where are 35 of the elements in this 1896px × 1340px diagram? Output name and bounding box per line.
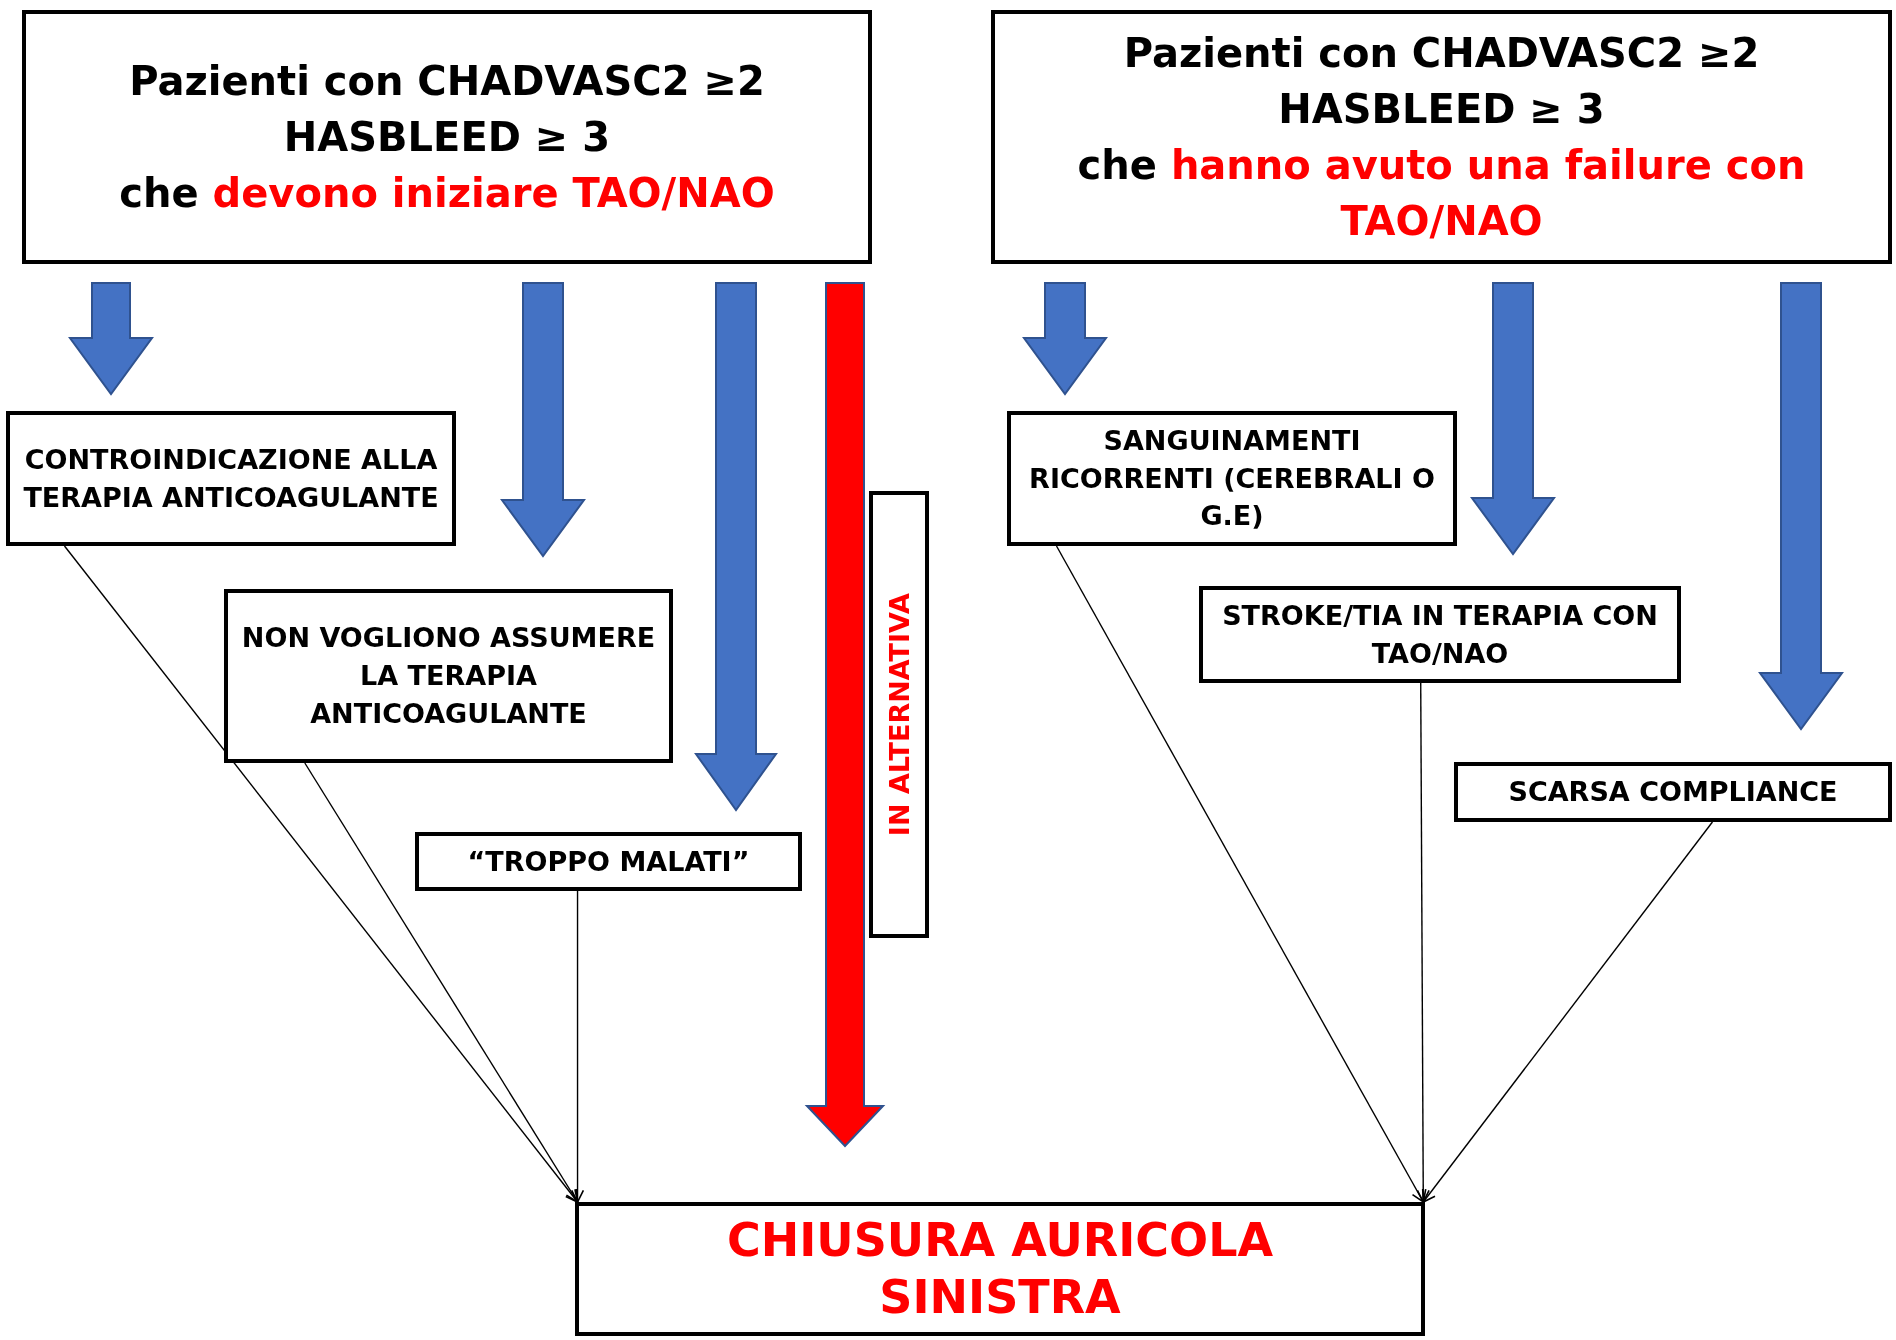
block-arrow <box>500 282 586 558</box>
highlight-text: hanno avuto una failure con TAO/NAO <box>1170 142 1806 244</box>
condition-label: NON VOGLIONO ASSUMERE LA TERAPIA ANTICOAGULANTE <box>240 621 657 731</box>
note-label: IN ALTERNATIVA <box>883 592 915 837</box>
connector-word: che <box>1077 142 1157 188</box>
condition-box <box>1199 586 1681 683</box>
condition-label: STROKE/TIA IN TERAPIA CON TAO/NAO <box>1221 598 1659 671</box>
connector-word: che <box>119 170 199 216</box>
condition-label: SCARSA COMPLIANCE <box>1508 775 1838 810</box>
patient-group-box <box>991 10 1892 264</box>
arrow <box>1422 821 1714 1203</box>
condition-box <box>6 411 456 546</box>
result-box <box>575 1202 1425 1336</box>
note-box <box>869 491 929 938</box>
block-arrow <box>804 282 886 1148</box>
arrow <box>63 545 579 1203</box>
arrow <box>570 890 585 1203</box>
block-arrow <box>1022 282 1108 396</box>
block-arrow <box>68 282 154 396</box>
highlight-text: devono iniziare TAO/NAO <box>212 170 775 216</box>
condition-box <box>224 589 673 763</box>
block-arrow <box>1470 282 1556 556</box>
condition-label: SANGUINAMENTI RICORRENTI (CEREBRALI O G.E) <box>1028 423 1436 534</box>
condition-label: “TROPPO MALATI” <box>467 844 750 879</box>
block-arrow <box>694 282 778 812</box>
condition-box <box>1454 762 1892 822</box>
condition-box <box>415 832 802 891</box>
arrow <box>1055 545 1425 1203</box>
condition-label: CONTROINDICAZIONE ALLA TERAPIA ANTICOAGULANTE <box>22 442 440 515</box>
patient-group-box <box>22 10 872 264</box>
condition-box <box>1007 411 1457 546</box>
arrow <box>304 762 579 1203</box>
arrow <box>1416 682 1430 1203</box>
result-label: CHIUSURA AURICOLA SINISTRA <box>725 1211 1275 1326</box>
block-arrow <box>1758 282 1844 731</box>
